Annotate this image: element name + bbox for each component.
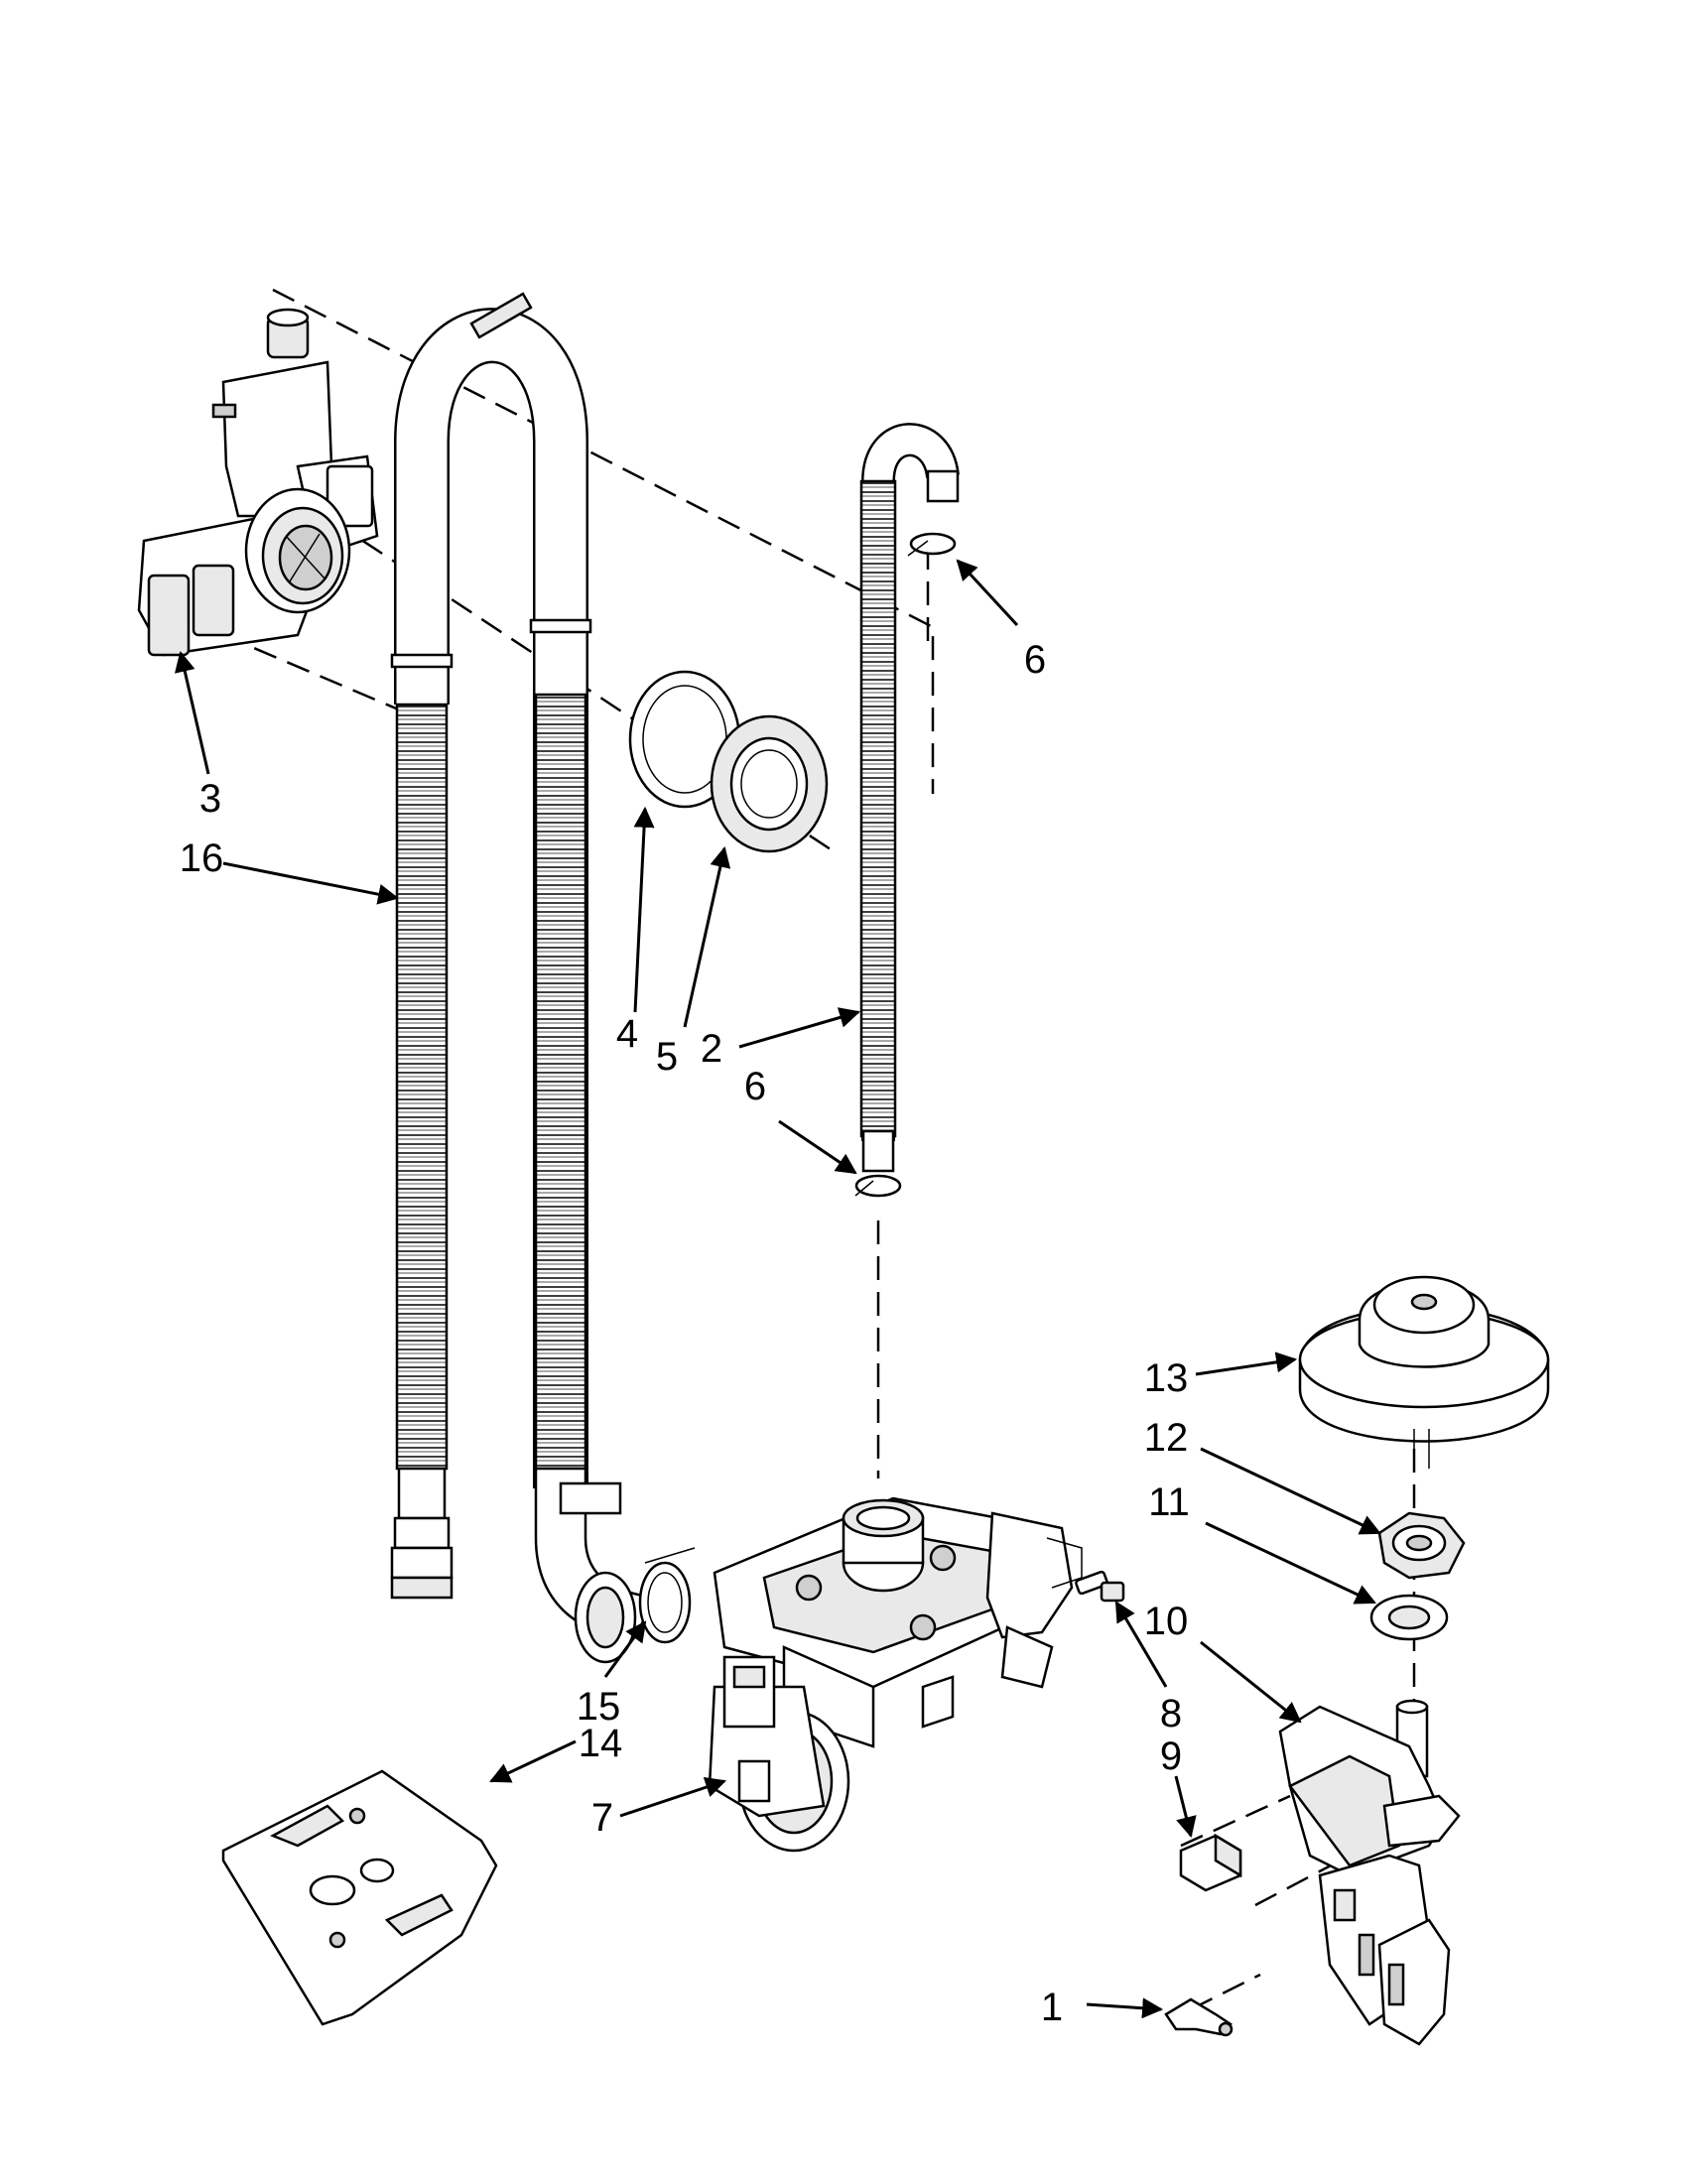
small-clamp-top	[907, 532, 957, 557]
drain-hose	[390, 292, 657, 1664]
retainer-clip	[1164, 1997, 1234, 2037]
callout-11: 11	[1148, 1480, 1190, 1524]
funnel-nut	[710, 714, 829, 853]
callout-7: 7	[591, 1796, 613, 1840]
callout-6-top: 6	[1024, 638, 1046, 682]
fill-funnel-bracket	[137, 308, 379, 657]
leader-lines	[174, 559, 1381, 2019]
callout-4: 4	[616, 1012, 638, 1056]
callout-14: 14	[579, 1722, 623, 1765]
fill-hose	[859, 423, 960, 1173]
callout-13: 13	[1144, 1356, 1189, 1400]
callout-15: 15	[577, 1685, 621, 1729]
callout-6-bottom: 6	[744, 1065, 766, 1108]
parts-bag	[221, 1769, 498, 2026]
callout-2: 2	[701, 1027, 722, 1071]
washer	[1369, 1594, 1449, 1641]
callout-12: 12	[1144, 1416, 1189, 1460]
hose-clamp	[638, 1547, 696, 1644]
float-switch-bracket	[1278, 1699, 1461, 2046]
callout-16: 16	[180, 836, 224, 880]
micro-switch	[1179, 1833, 1242, 1892]
cover-cap	[1298, 1275, 1550, 1469]
callout-5: 5	[656, 1035, 678, 1079]
callout-10: 10	[1144, 1600, 1189, 1643]
callout-8: 8	[1160, 1692, 1182, 1735]
callout-1: 1	[1041, 1986, 1063, 2029]
screw	[1075, 1570, 1125, 1603]
small-clamp-bottom	[854, 1174, 902, 1198]
hex-nut	[1377, 1511, 1466, 1580]
callout-labels: 1 2 3 4 5 6 6 7 8 9 10 11 12 13 14 15 16	[180, 638, 1190, 2029]
callout-9: 9	[1160, 1734, 1182, 1778]
drain-pump	[708, 1496, 1083, 1853]
callout-3: 3	[199, 777, 221, 821]
